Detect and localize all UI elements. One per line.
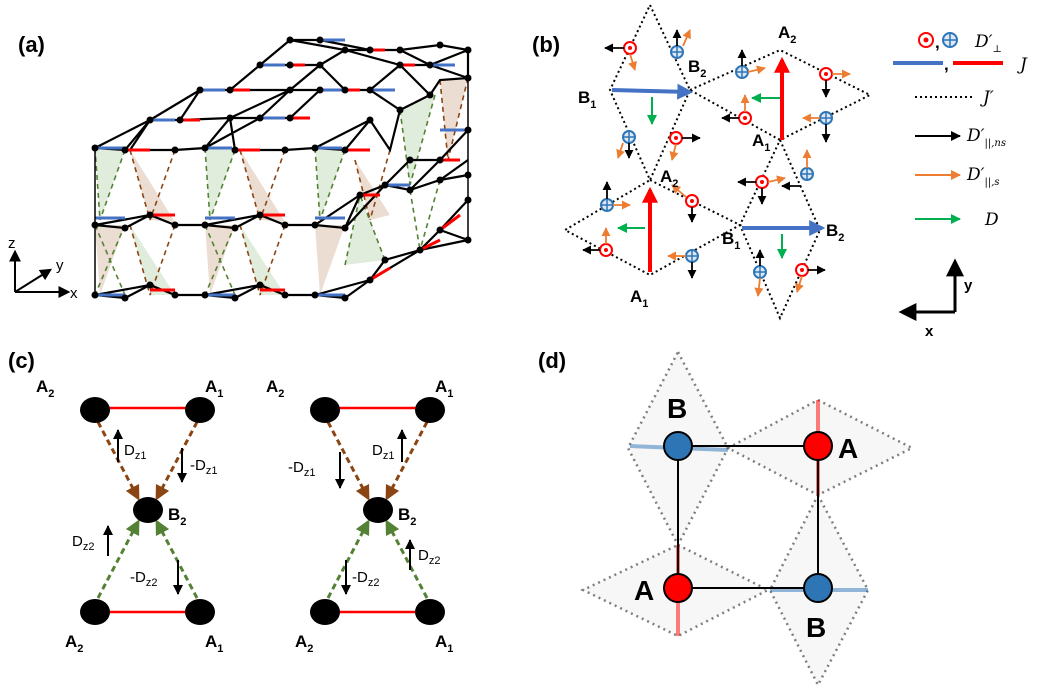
legend-dperp: D′⊥ [974, 32, 1002, 55]
panel-a: (a) [8, 32, 472, 302]
legend-dpar-s: D′||,s [966, 165, 1000, 188]
label-dz2-down-r: -Dz2 [352, 569, 379, 589]
atom-a2 [80, 397, 110, 423]
dm-vectors [582, 29, 851, 297]
axis-z-label: z [8, 235, 16, 252]
atom-b2-r [363, 497, 393, 523]
atom-b2 [133, 497, 163, 523]
label-a1-lower-r: A1 [435, 632, 453, 655]
middle-layer-bonds [94, 128, 469, 230]
legend-dpar-ns: D′||,ns [966, 126, 1006, 149]
atom-a2-lower [80, 599, 110, 625]
dashed-bond-a1-b2-r [385, 421, 429, 501]
label-dz1-down: -Dz1 [190, 457, 217, 477]
panel-d-label: (d) [538, 348, 566, 373]
square-bonds [677, 445, 819, 589]
site-a2-top: A2 [778, 23, 796, 46]
atom-a1-r [415, 397, 445, 423]
axis-x-label: x [70, 285, 78, 302]
panel-c-left: A2 A1 B2 A2 A1 Dz1 -Dz1 Dz2 -Dz2 [36, 377, 223, 655]
label-a-bottom: A [634, 575, 654, 606]
xy-axes [898, 258, 964, 321]
label-a2-lower-r: A2 [295, 632, 313, 655]
jprime-diamonds [562, 2, 873, 321]
label-a2-r: A2 [266, 377, 284, 400]
dashed-bond-a1-b2-lower-r [385, 519, 429, 599]
label-a1-r: A1 [435, 377, 453, 400]
label-dz2-down: -Dz2 [130, 569, 157, 589]
xyz-axes [9, 249, 71, 298]
label-dz1-down-r: -Dz1 [288, 459, 315, 479]
panel-c: (c) A2 A1 B2 A2 A1 Dz1 -Dz1 Dz2 [8, 348, 453, 655]
panel-b: (b) [532, 2, 1028, 340]
site-a-bottom [663, 573, 693, 603]
atom-a1-lower-r [415, 599, 445, 625]
label-b-top: B [667, 393, 687, 424]
label-a1: A1 [205, 377, 223, 400]
site-b1-bottom: B1 [722, 229, 740, 252]
site-b-bottom [803, 573, 833, 603]
legend-comma: , [935, 33, 940, 52]
label-a2-lower: A2 [65, 632, 83, 655]
site-b-top [663, 431, 693, 461]
axis-x-label-b: x [925, 323, 934, 340]
label-a2: A2 [36, 377, 54, 400]
axis-y-label-b: y [964, 277, 973, 294]
dashed-bond-a1-b2 [155, 421, 199, 501]
panel-c-right: A2 A1 B2 A2 A1 -Dz1 Dz1 -Dz2 Dz2 [266, 377, 453, 655]
site-b2-bottom: B2 [826, 221, 844, 244]
gray-diamonds [580, 349, 915, 688]
top-layer-bonds [94, 38, 470, 153]
panel-b-label: (b) [532, 32, 560, 57]
site-a1-bottom: A1 [630, 287, 648, 310]
label-a1-lower: A1 [205, 632, 223, 655]
panel-c-label: (c) [8, 348, 35, 373]
dashed-bond-a2-b2-lower [96, 519, 140, 599]
dashed-bond-a2-b2-r [326, 421, 370, 501]
bond-b1-b2-top [611, 83, 694, 100]
label-dz1-up-r: Dz1 [372, 442, 394, 462]
site-b1-top: B1 [578, 88, 596, 111]
site-b2-top: B2 [688, 57, 706, 80]
label-b-bottom: B [806, 612, 826, 643]
panel-a-label: (a) [18, 32, 45, 57]
label-dz2-up-r: Dz2 [418, 547, 440, 567]
atom-a2-r [310, 397, 340, 423]
legend-comma2: , [944, 55, 949, 74]
atom-a1-lower [185, 599, 215, 625]
label-dz2-up: Dz2 [72, 533, 94, 553]
label-dz1-up: Dz1 [124, 442, 146, 462]
site-a2-bottom: A2 [660, 167, 678, 190]
label-b2: B2 [168, 505, 186, 528]
label-a-top: A [838, 433, 858, 464]
lattice-atoms [91, 36, 472, 302]
panel-d: (d) B A A B [538, 348, 915, 688]
axis-y-label: y [56, 257, 64, 274]
legend: , D′⊥ , J J′ D′||,ns D′||,s D [893, 32, 1028, 230]
dashed-bond-a2-b2-lower-r [326, 519, 370, 599]
legend-d: D [984, 210, 999, 230]
site-a-top [803, 431, 833, 461]
atom-a1 [185, 397, 215, 423]
legend-jprime: J′ [980, 88, 994, 108]
label-b2-r: B2 [398, 505, 416, 528]
atom-a2-lower-r [310, 599, 340, 625]
site-a1-top: A1 [752, 131, 770, 154]
interlayer-dashed-bonds [94, 77, 469, 296]
legend-j: J [1017, 55, 1028, 75]
